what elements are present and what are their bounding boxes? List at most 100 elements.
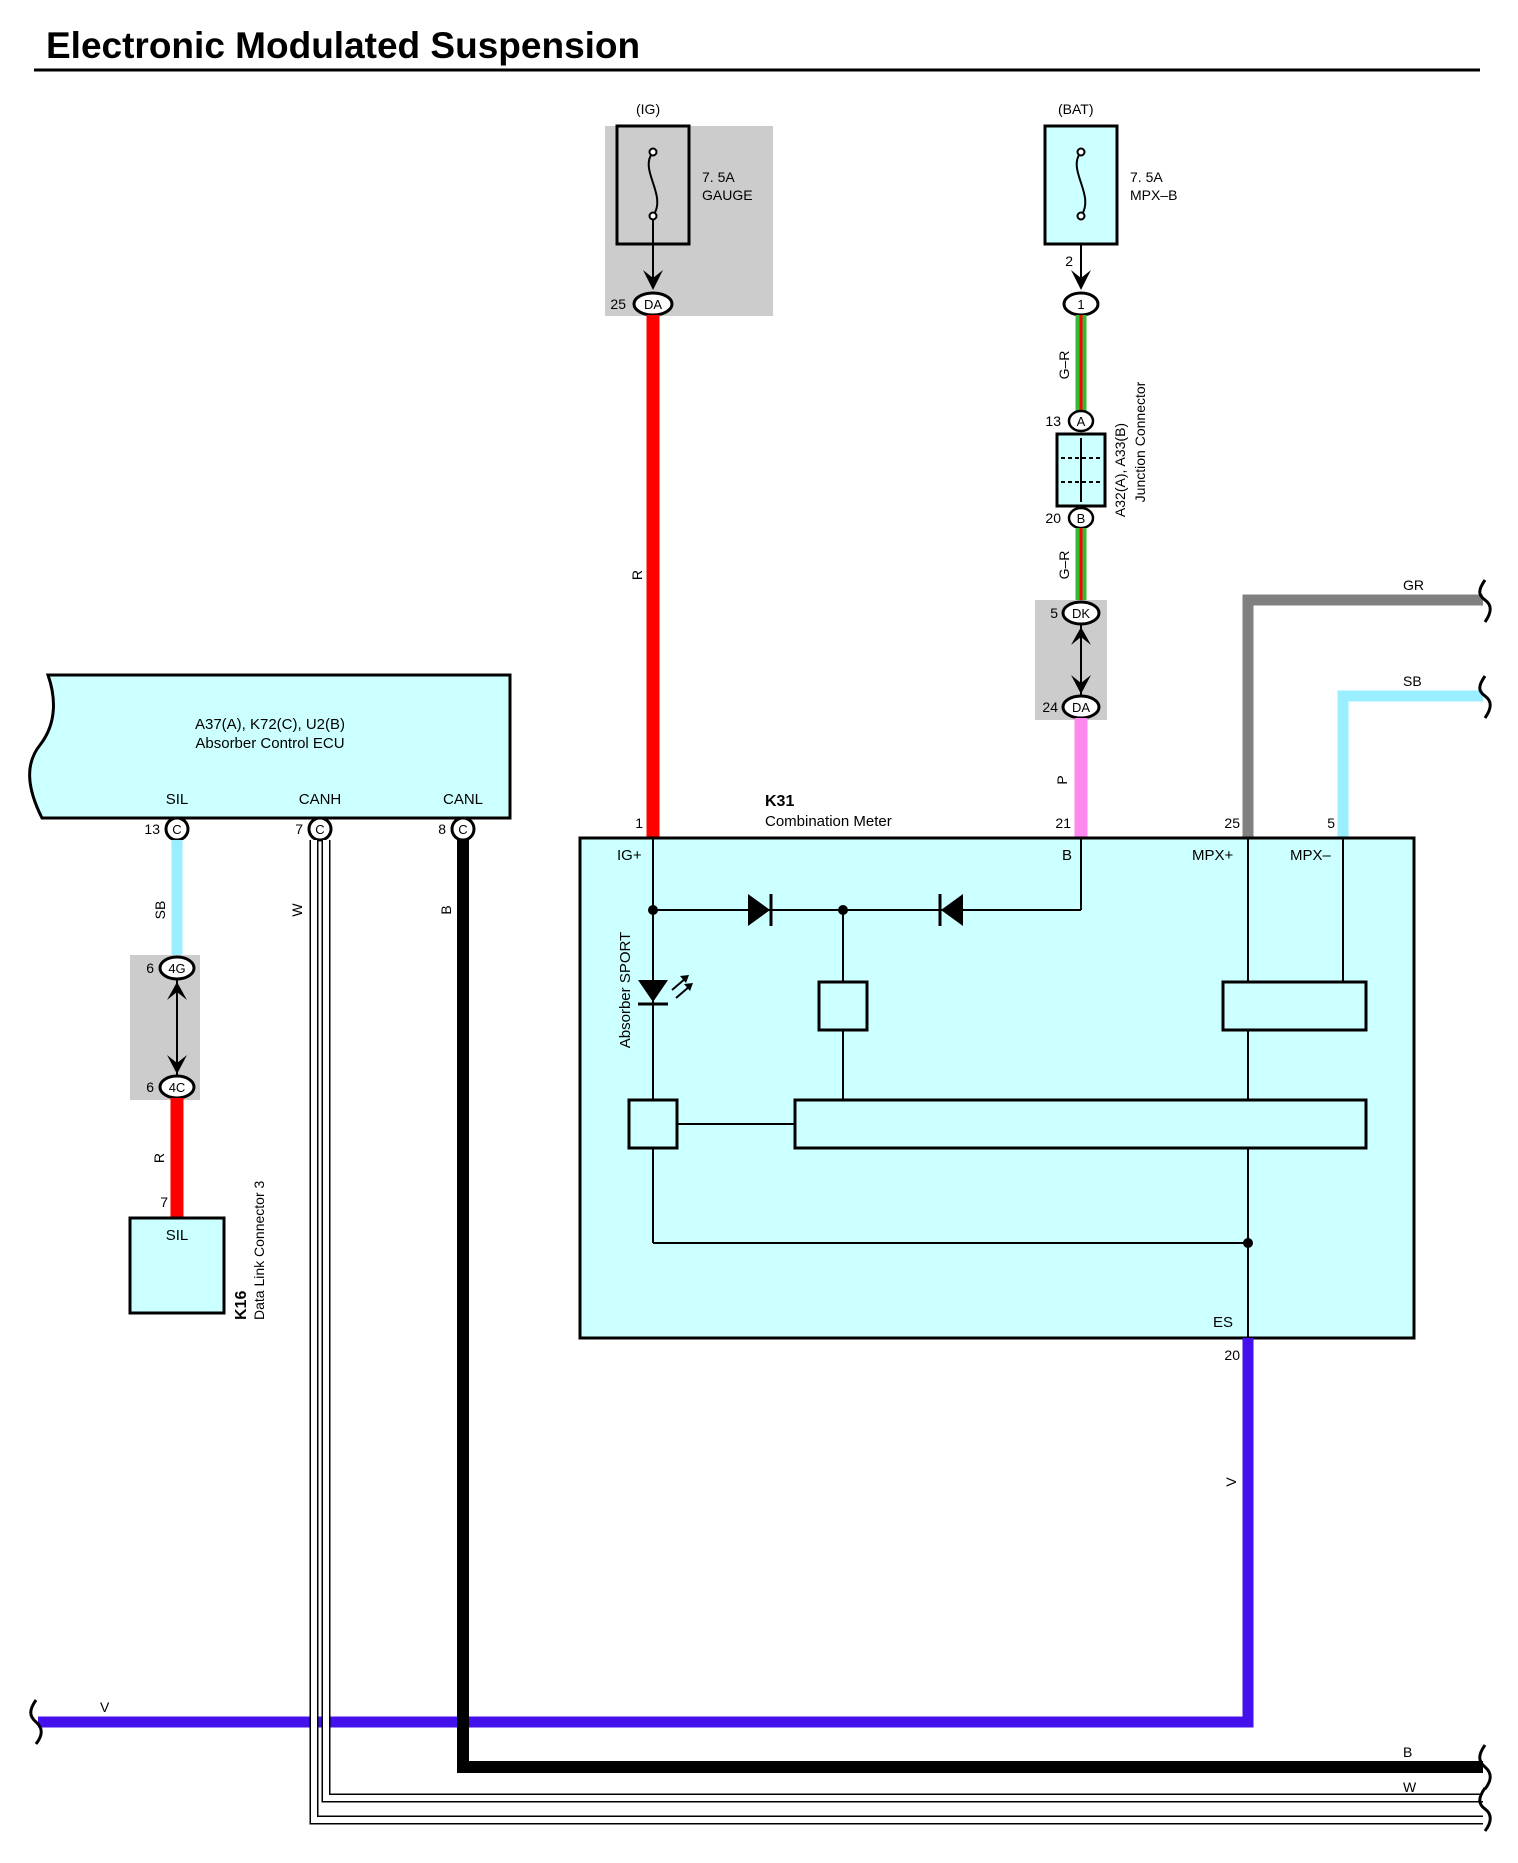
connector-1-label: 1 [1077,297,1084,312]
wire-sb-right-label: SB [1403,673,1422,689]
dk-da-arrow-down [1071,675,1091,694]
break-gr [1478,579,1492,623]
meter-terminal-igp: IG+ [617,847,642,864]
meter-pin-mpxm: 5 [1327,815,1335,831]
wire-red-ig-label: R [629,570,645,580]
connector-4c-label: 4C [169,1080,186,1095]
break-sb [1478,675,1492,719]
break-violet [29,1699,43,1745]
fuse-mpx-b-source: (BAT) [1058,101,1094,117]
junction-connector-a [1067,409,1095,433]
link-4g-4c: 4G 6 4C 6 [130,955,200,1100]
meter-terminal-mpxp: MPX+ [1192,847,1234,864]
dlc-body [128,1216,226,1315]
wire-violet-es-label: V [1223,1477,1239,1487]
ecu-connector-canl-label: C [458,822,467,837]
absorber-control-ecu: A37(A), K72(C), U2(B) Absorber Control E… [28,673,512,842]
ecu-connector-canh-label: C [315,822,324,837]
ecu-terminal-canl: CANL [443,791,483,808]
meter-pin-mpxp: 25 [1224,815,1240,831]
wire-violet [38,1338,1254,1728]
wire-sb-ecu-label: SB [152,901,168,920]
ecu-connector-canh [307,816,333,842]
fuse-gauge-name: GAUGE [702,187,753,203]
ecu-body [28,673,512,820]
break-white [1478,1787,1492,1832]
fuse-gauge-rating: 7. 5A [702,169,735,185]
wire-gr-right [1242,594,1483,838]
fuse-mpx-b-arrow [1071,270,1091,290]
wire-white [309,840,1483,1825]
wire-g-r-lower-label: G–R [1056,551,1072,580]
link-4g-4c-arrow-down [167,1055,187,1074]
fuse-mpx-b: (BAT) 7. 5A MPX–B 2 1 [1043,101,1177,317]
wire-sb-right [1337,690,1483,838]
meter-block-mpx [1221,980,1368,1032]
junction-connector-b-label: B [1077,511,1086,526]
ecu-connector-canl-pin: 8 [438,821,446,837]
wire-violet-bottom-label: V [100,1699,110,1715]
fuse-mpx-b-name: MPX–B [1130,187,1177,203]
diode-left-triangle [748,894,770,926]
connector-dk-label: DK [1072,606,1090,621]
dlc-code: K16 [233,1291,250,1320]
ecu-terminal-canh: CANH [299,791,342,808]
meter-pin-es: 20 [1224,1347,1240,1363]
break-black [1478,1744,1492,1790]
fuse-gauge-arrow [643,270,663,290]
fuse-gauge-source: (IG) [636,101,660,117]
meter-junction-igp [648,905,658,915]
ecu-connector-canh-pin: 7 [295,821,303,837]
dk-da-link: DK 5 DA 24 [1035,600,1107,720]
led-indicator-label: Absorber SPORT [617,932,634,1048]
junction-connector: A 13 B 20 A32(A), A33(B) Junction Connec… [1045,381,1148,530]
connector-da-24-label: DA [1072,700,1090,715]
connector-da-25-pin: 25 [610,296,626,312]
link-4g-4c-shade [130,955,200,1100]
meter-internal-circuit [652,838,1344,1338]
ecu-name: Absorber Control ECU [195,735,344,752]
diode-right [938,894,963,926]
fuse-mpx-b-rating: 7. 5A [1130,169,1163,185]
fuse-mpx-b-node-bottom [1076,211,1086,221]
page-title: Electronic Modulated Suspension [46,25,640,66]
wire-pink-label: P [1054,775,1070,784]
meter-block-mid [817,980,869,1032]
dlc-name: Data Link Connector 3 [251,1180,267,1320]
meter-body [578,836,1416,1340]
wire-black-ecu-label: B [438,905,454,914]
fuse-mpx-b-pin: 2 [1065,253,1073,269]
meter-junction-mid [838,905,848,915]
fuse-gauge: (IG) 7. 5A GAUGE DA 25 [605,101,773,317]
wire-white-inner [311,840,1483,1823]
wire-white-bottom-label: W [1403,1779,1417,1795]
connector-da-24-pin: 24 [1042,699,1058,715]
fuse-mpx-b-node-top [1076,147,1086,157]
fuse-gauge-node-top [648,147,658,157]
ecu-connector-sil-label: C [172,822,181,837]
junction-connector-b-pin: 20 [1045,510,1061,526]
link-4g-4c-arrow-up [167,982,187,1000]
wire-white-ecu-label: W [289,903,305,917]
meter-terminal-mpxm: MPX– [1290,847,1332,864]
meter-block-small [627,1098,679,1150]
dlc-pin: 7 [160,1194,168,1210]
led-ray-1-head [680,975,689,983]
wire-black-bottom-label: B [1403,1744,1412,1760]
meter-block-bus [793,1098,1368,1150]
diode-left [748,894,773,926]
ecu-connector-sil-pin: 13 [144,821,160,837]
fuse-gauge-symbol [647,151,659,217]
meter-pin-b: 21 [1055,815,1071,831]
wire-white-inner-2 [323,840,1483,1801]
meter-name: Combination Meter [765,813,892,830]
dk-da-arrow-up [1071,627,1091,645]
diode-right-triangle [941,894,963,926]
meter-code: K31 [765,793,794,810]
connector-da-25-label: DA [644,297,662,312]
fuse-gauge-node-bottom [648,211,658,221]
led-ray-2-head [684,983,693,991]
fuse-mpx-b-symbol [1075,151,1087,217]
junction-connector-title: A32(A), A33(B) [1112,423,1128,517]
